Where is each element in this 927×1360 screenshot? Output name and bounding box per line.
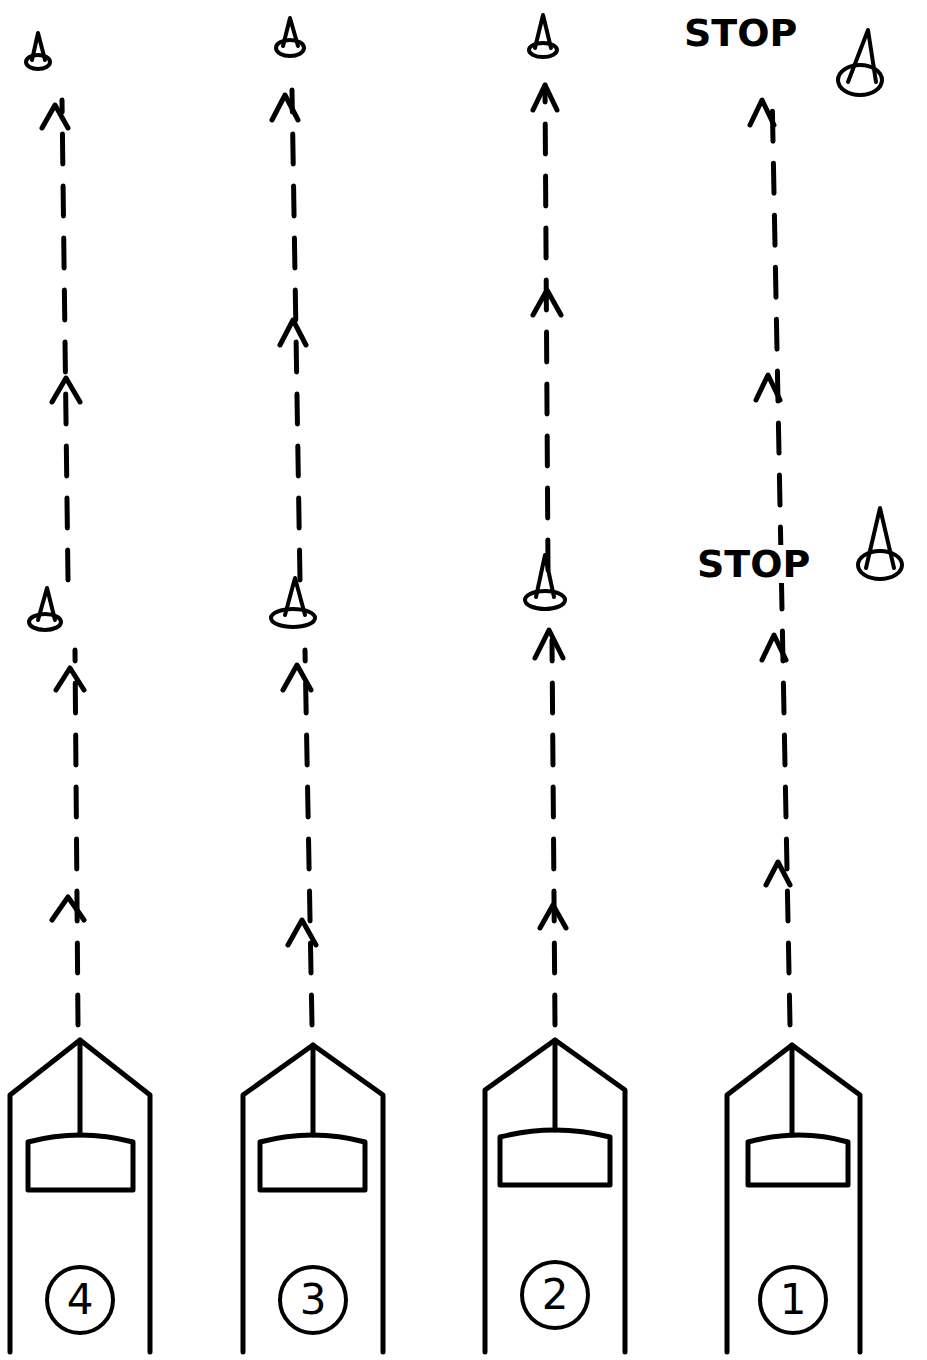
callout-number: 1 xyxy=(780,1279,807,1321)
callout-number: 2 xyxy=(542,1274,569,1316)
callout-number: 3 xyxy=(300,1279,327,1321)
callout-number: 4 xyxy=(67,1279,94,1321)
callout-circle: 1 xyxy=(758,1265,828,1335)
stop-label: STOP xyxy=(682,14,799,52)
callout-circle: 4 xyxy=(45,1265,115,1335)
boat-2 xyxy=(485,1040,625,1352)
cones xyxy=(26,15,902,630)
course-lines xyxy=(62,85,790,1025)
boat-1 xyxy=(727,1045,860,1352)
callout-circle: 3 xyxy=(278,1265,348,1335)
stop-label: STOP xyxy=(695,545,812,583)
boat-3 xyxy=(243,1045,383,1352)
boat-4 xyxy=(10,1040,150,1352)
callout-circle: 2 xyxy=(520,1260,590,1330)
arrowheads xyxy=(42,85,790,945)
